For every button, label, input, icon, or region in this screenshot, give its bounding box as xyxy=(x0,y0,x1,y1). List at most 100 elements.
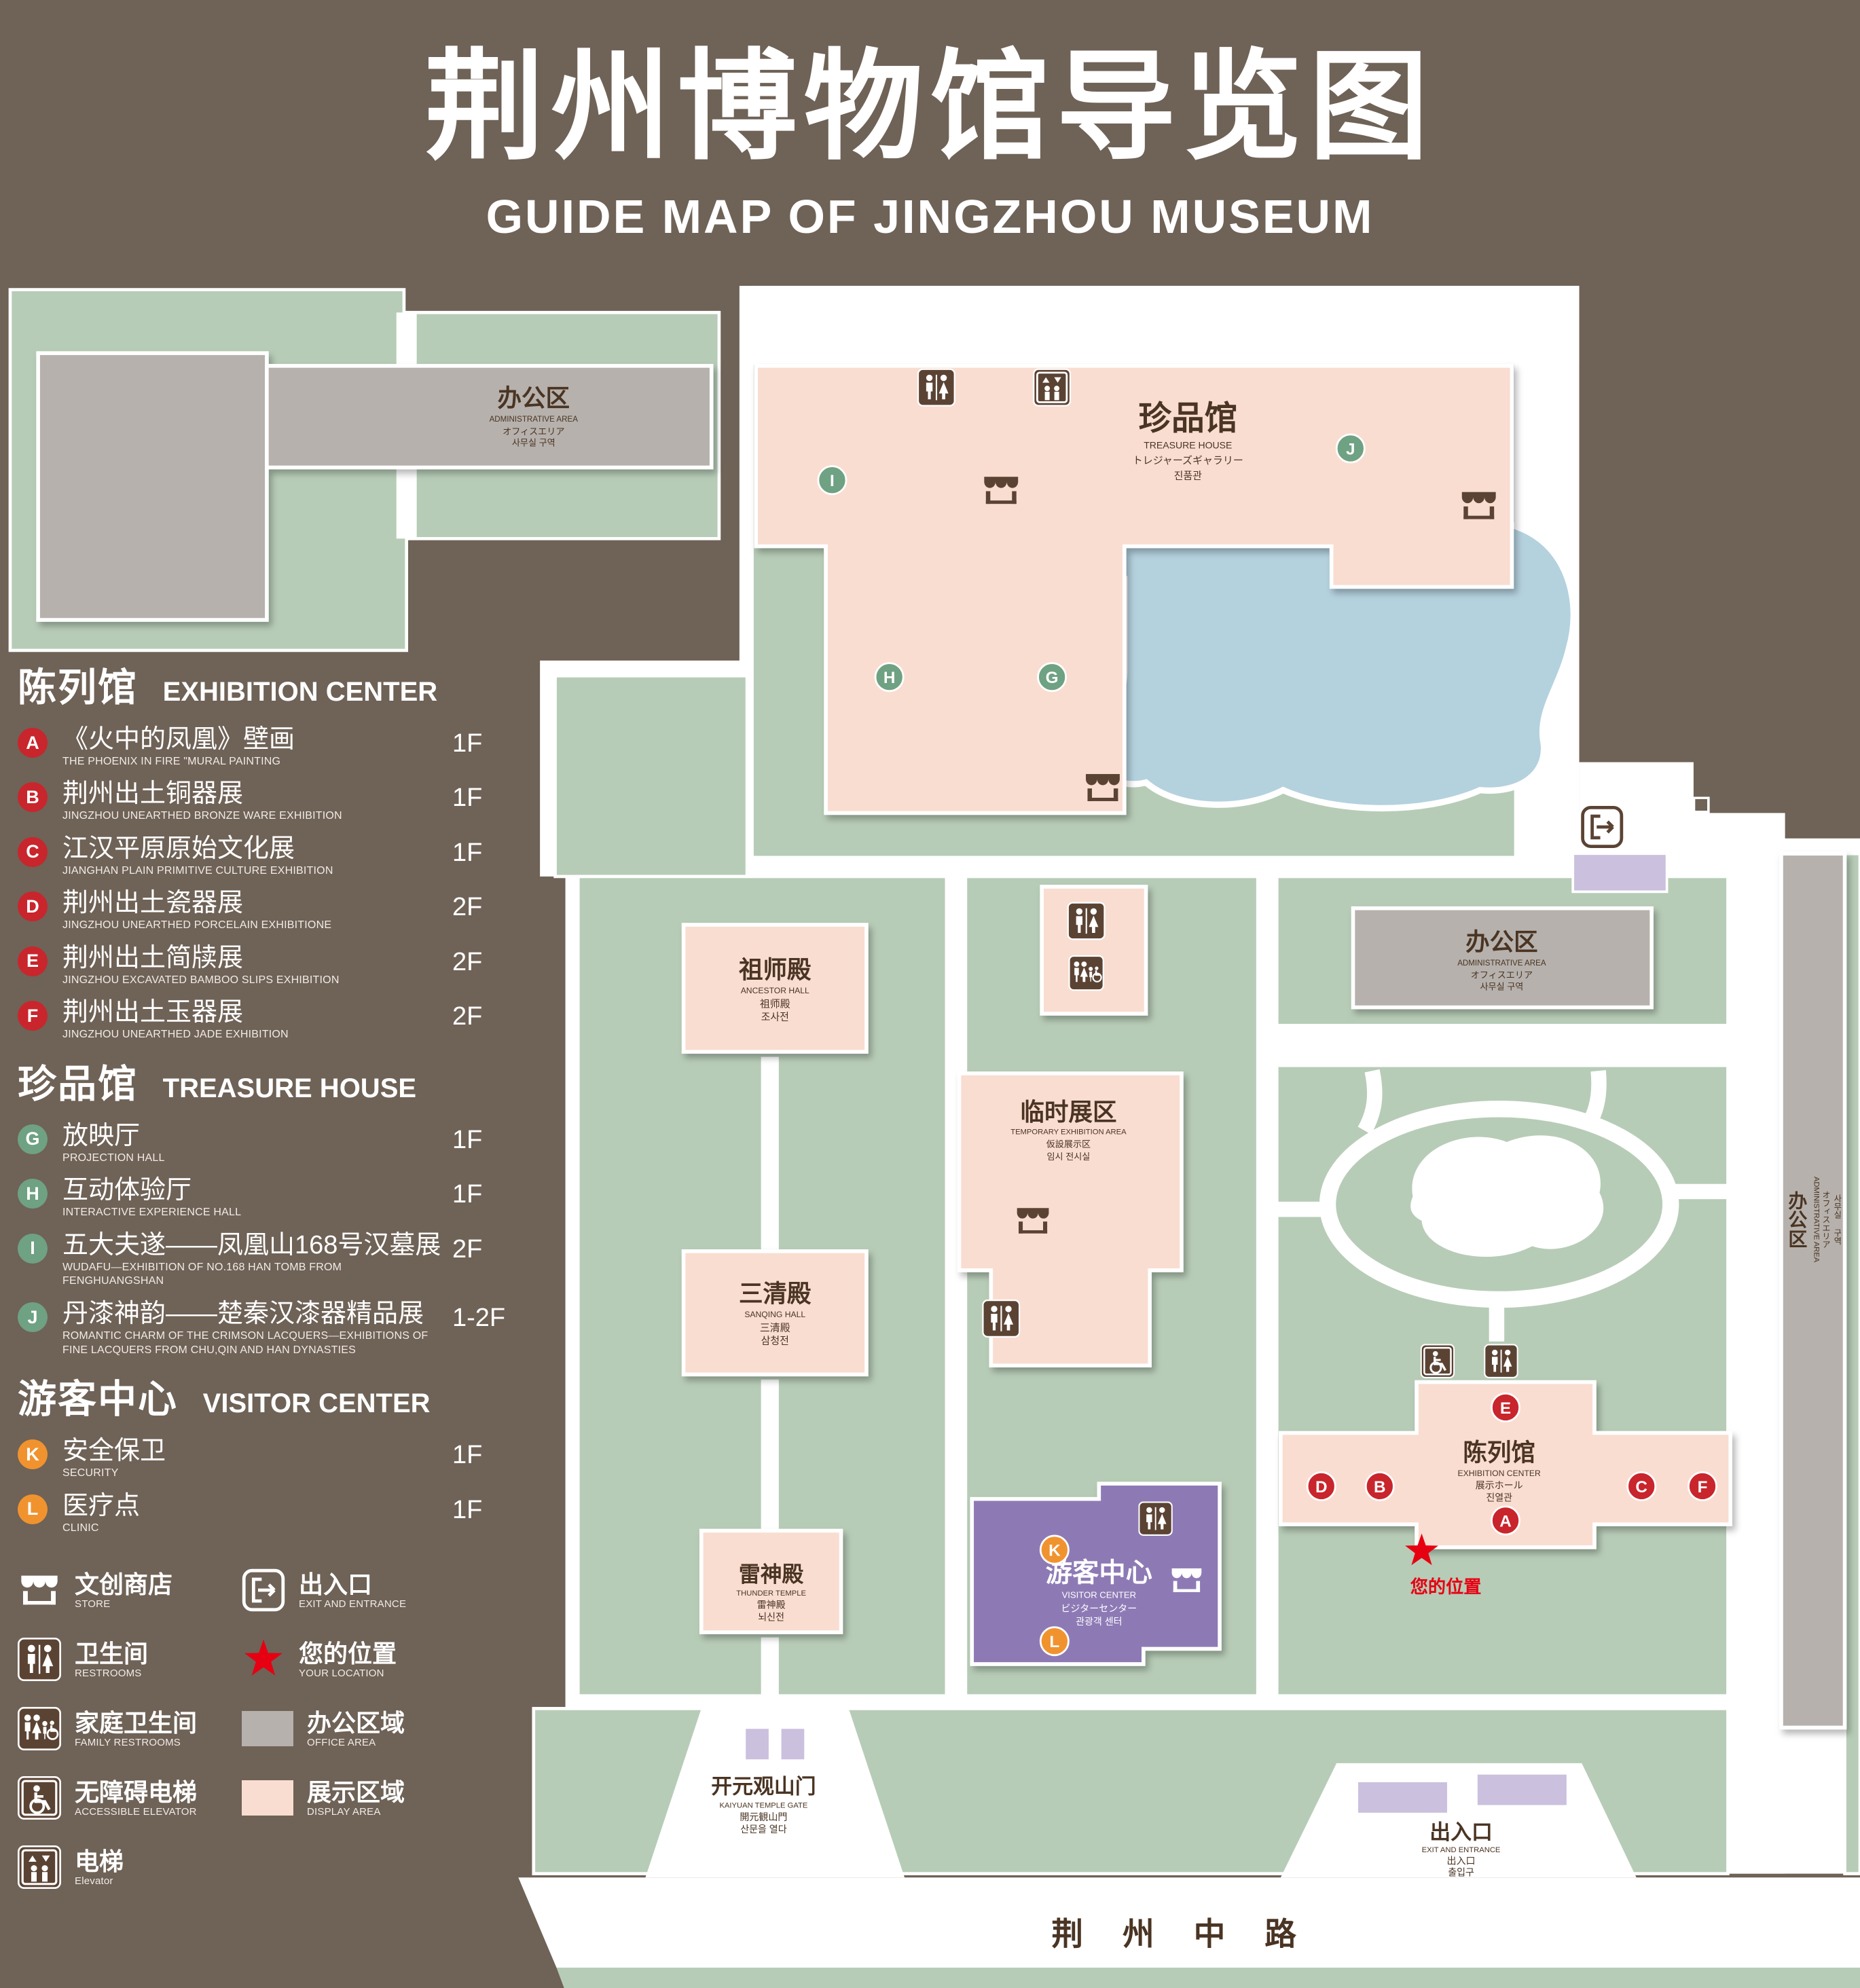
list-item-e: E 荆州出土简牍展 JINGZHOU EXCAVATED BAMBOO SLIPS… xyxy=(18,944,524,987)
admin-east-label: 办公区 ADMINISTRATIVE AREA オフィスエリア 사무실 구역 xyxy=(1786,1177,1842,1263)
exit-south-label: 出入口 EXIT AND ENTRANCE 出入口 출입구 xyxy=(1422,1820,1501,1877)
exit-east-label-ko: 출입구 xyxy=(1666,846,1694,858)
marker-h: H xyxy=(18,1179,48,1209)
east-entrance-pad xyxy=(1571,852,1668,894)
temporary-area-label-ko: 임시 전시실 xyxy=(1047,1152,1091,1162)
item-name-en: JINGZHOU EXCAVATED BAMBOO SLIPS EXHIBITI… xyxy=(62,974,340,986)
item-name-en: JINGZHOU UNEARTHED PORCELAIN EXHIBITIONE xyxy=(62,919,332,932)
exhibition-center-label-ko: 진열관 xyxy=(1486,1492,1512,1503)
exhibition-center-label-en: EXHIBITION CENTER xyxy=(1458,1469,1541,1478)
map-marker-c: C xyxy=(1626,1471,1657,1501)
exhibition-center-label-zh: 陈列馆 xyxy=(1463,1439,1535,1467)
temporary-area-label-zh: 临时展区 xyxy=(1020,1099,1116,1126)
svg-text:C: C xyxy=(1635,1478,1647,1496)
road-jingzhou-middle-road xyxy=(518,1877,1860,1968)
admin-mid-label: 办公区 ADMINISTRATIVE AREA オフィスエリア 사무실 구역 xyxy=(1457,928,1546,991)
visitor-center-label-ja: ビジターセンター xyxy=(1061,1603,1137,1614)
svg-text:K: K xyxy=(1048,1542,1061,1560)
map-marker-k: K xyxy=(1039,1534,1070,1565)
item-name-zh: 互动体验厅 xyxy=(62,1176,192,1205)
treasure-house-label-en: TREASURE HOUSE xyxy=(1144,439,1232,450)
store-icon xyxy=(18,1568,61,1612)
marker-j: J xyxy=(18,1302,48,1333)
temporary-area-label: 临时展区 TEMPORARY EXHIBITION AREA 仮設展示区 임시 … xyxy=(1010,1099,1127,1162)
exit-south-label-ko: 출입구 xyxy=(1448,1866,1474,1877)
office-area-swatch xyxy=(242,1711,293,1747)
office-buildings xyxy=(36,351,1847,1730)
east-edge-green xyxy=(1843,851,1860,1875)
svg-text:D: D xyxy=(1315,1478,1328,1496)
svg-text:J: J xyxy=(1346,440,1355,458)
section-title-zh: 珍品馆 xyxy=(18,1062,138,1106)
floor-label: 2F xyxy=(452,1002,483,1031)
east-courtyard xyxy=(1275,875,1730,1698)
admin-east-label-en: ADMINISTRATIVE AREA xyxy=(1812,1177,1821,1263)
marker-l: L xyxy=(18,1494,48,1524)
map-header: 荆州博物馆导览图 GUIDE MAP OF JINGZHOU MUSEUM xyxy=(0,0,1860,244)
admin-nw-label: 办公区 ADMINISTRATIVE AREA オフィスエリア 사무실 구역 xyxy=(490,385,579,448)
item-name-en: JINGZHOU UNEARTHED JADE EXHIBITION xyxy=(62,1029,289,1041)
map-marker-g: G xyxy=(1037,662,1068,693)
ancestor-hall-label: 祖师殿 ANCESTOR HALL 祖师殿 조사전 xyxy=(739,957,812,1023)
item-name-en: THE PHOENIX IN FIRE "MURAL PAINTING xyxy=(62,755,281,767)
restroom-icon xyxy=(1484,1344,1518,1378)
marker-k: K xyxy=(18,1439,48,1470)
temporary-area-label-ja: 仮設展示区 xyxy=(1046,1139,1091,1149)
floor-label: 2F xyxy=(452,1234,483,1264)
item-name-zh: 《火中的凤凰》壁画 xyxy=(62,725,295,754)
map-marker-j: J xyxy=(1335,433,1366,464)
item-name-zh: 荆州出土瓷器展 xyxy=(62,889,244,918)
treasure-house-building xyxy=(754,364,1514,815)
thunder-temple-label-zh2: 雷神殿 xyxy=(757,1600,786,1610)
admin-mid-label-ko: 사무실 구역 xyxy=(1480,981,1524,991)
item-name-zh: 荆州出土简牍展 xyxy=(62,943,244,972)
treasure-house-label-ko: 진품관 xyxy=(1174,470,1203,481)
floor-label: 1F xyxy=(452,838,483,867)
restroom-icon xyxy=(1138,1501,1173,1536)
svg-text:I: I xyxy=(830,472,835,490)
gate-pad-2 xyxy=(778,1726,807,1762)
page-subtitle: GUIDE MAP OF JINGZHOU MUSEUM xyxy=(486,190,1374,243)
sanqing-hall-label: 三清殿 SANQING HALL 三清殿 삼청전 xyxy=(739,1281,812,1347)
admin-east-label-ja: オフィスエリア xyxy=(1821,1190,1830,1248)
item-name-zh: 安全保卫 xyxy=(62,1437,166,1466)
admin-mid-label-ja: オフィスエリア xyxy=(1471,970,1533,980)
sanqing-hall-label-zh2: 三清殿 xyxy=(760,1323,790,1334)
marker-b: B xyxy=(18,782,48,813)
floor-label: 2F xyxy=(452,893,483,922)
floor-label: 2F xyxy=(452,947,483,976)
marker-g: G xyxy=(18,1124,48,1154)
item-name-en: WUDAFU—EXHIBITION OF NO.168 HAN TOMB FRO… xyxy=(62,1261,342,1287)
gate-opening xyxy=(645,1708,905,1878)
svg-text:B: B xyxy=(1374,1478,1386,1496)
temporary-exhibition-building xyxy=(957,1071,1184,1368)
section-title-en: TREASURE HOUSE xyxy=(162,1073,417,1103)
item-name-en: CLINIC xyxy=(62,1522,99,1534)
restroom-icon xyxy=(917,368,955,407)
exit-east-label-zh2: 出入口 xyxy=(1664,833,1695,845)
admin-east-label-ko: 사무실 구역 xyxy=(1832,1194,1842,1245)
marker-e: E xyxy=(18,946,48,976)
thunder-temple-building xyxy=(699,1528,843,1634)
entrance-pads xyxy=(743,852,1668,1816)
gate-pad-1 xyxy=(743,1726,771,1762)
visitor-center-label-ko: 관광객 센터 xyxy=(1076,1616,1122,1627)
thunder-temple-label-zh: 雷神殿 xyxy=(739,1562,804,1586)
treasure-house-label-ja: トレジャーズギャラリー xyxy=(1133,455,1243,466)
family-restroom-icon xyxy=(1068,955,1104,991)
admin-nw-label-ja: オフィスエリア xyxy=(503,426,564,437)
sanqing-hall-building xyxy=(681,1249,869,1377)
item-name-en: SECURITY xyxy=(62,1467,119,1479)
map-marker-i: I xyxy=(817,465,847,496)
your-location-star-icon xyxy=(242,1638,285,1681)
